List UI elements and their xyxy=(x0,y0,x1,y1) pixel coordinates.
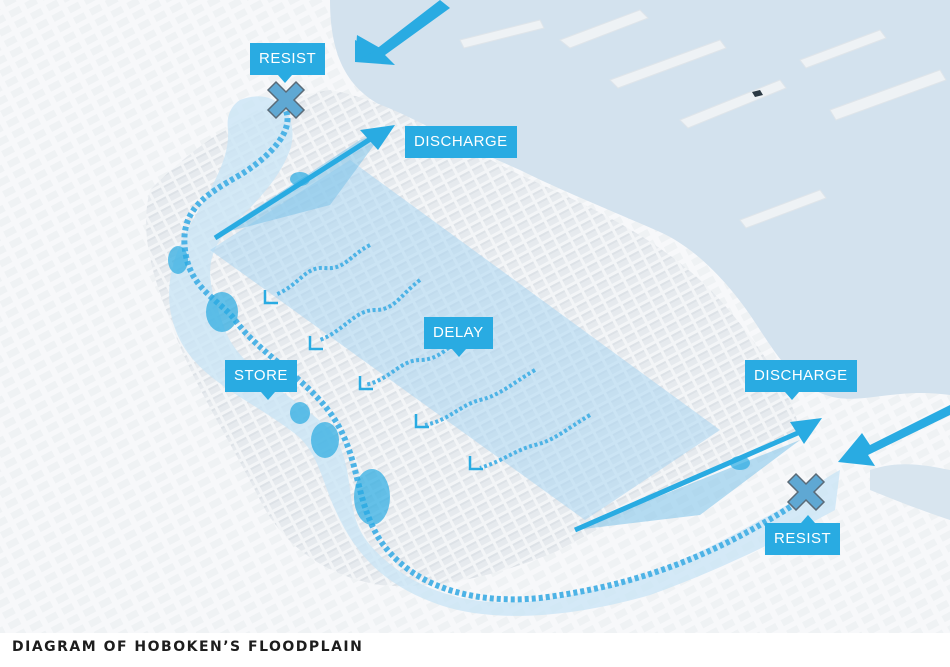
delay-flow-2 xyxy=(319,278,422,342)
label-store: STORE xyxy=(225,360,297,400)
delay-flow-paths xyxy=(274,243,592,470)
delay-flow-3 xyxy=(364,328,472,387)
delay-flow-4 xyxy=(424,368,537,427)
label-store-text: STORE xyxy=(234,367,288,384)
surge-arrow-bottom xyxy=(838,405,950,466)
lower-water xyxy=(870,464,950,520)
label-resist-top: RESIST xyxy=(250,43,326,83)
label-discharge-top-text: DISCHARGE xyxy=(414,133,508,150)
label-resist-bottom-text: RESIST xyxy=(774,530,832,547)
delay-flow-1 xyxy=(274,243,371,297)
label-discharge-bottom: DISCHARGE xyxy=(745,360,857,400)
label-tip xyxy=(278,75,292,83)
surge-arrow-top xyxy=(355,0,450,65)
discharge-arrow-bottom xyxy=(574,418,822,533)
resist-marker-bottom-icon xyxy=(786,472,826,512)
riverside-zone xyxy=(169,96,841,616)
diagram-caption: DIAGRAM OF HOBOKEN’S FLOODPLAIN xyxy=(12,639,364,655)
perimeter-path xyxy=(181,103,813,603)
label-tip xyxy=(261,392,275,400)
label-discharge-top: DISCHARGE xyxy=(405,126,517,158)
label-tip xyxy=(397,135,411,149)
label-resist-top-text: RESIST xyxy=(259,50,317,67)
label-tip xyxy=(452,349,466,357)
caption-bar xyxy=(0,633,950,667)
discharge-zone-bottom xyxy=(575,425,820,530)
boat-icon xyxy=(752,90,763,97)
label-tip xyxy=(801,515,815,523)
hudson-river xyxy=(330,0,950,399)
label-tip xyxy=(785,392,799,400)
resist-marker-top-icon xyxy=(266,80,306,120)
label-delay-text: DELAY xyxy=(433,324,484,341)
storage-basins xyxy=(168,172,750,525)
label-discharge-bottom-text: DISCHARGE xyxy=(754,367,848,384)
delay-flow-ends xyxy=(263,290,483,471)
discharge-arrow-top xyxy=(213,125,395,241)
label-resist-bottom: RESIST xyxy=(765,515,841,555)
label-delay: DELAY xyxy=(424,317,493,357)
delay-flow-5 xyxy=(479,413,592,470)
